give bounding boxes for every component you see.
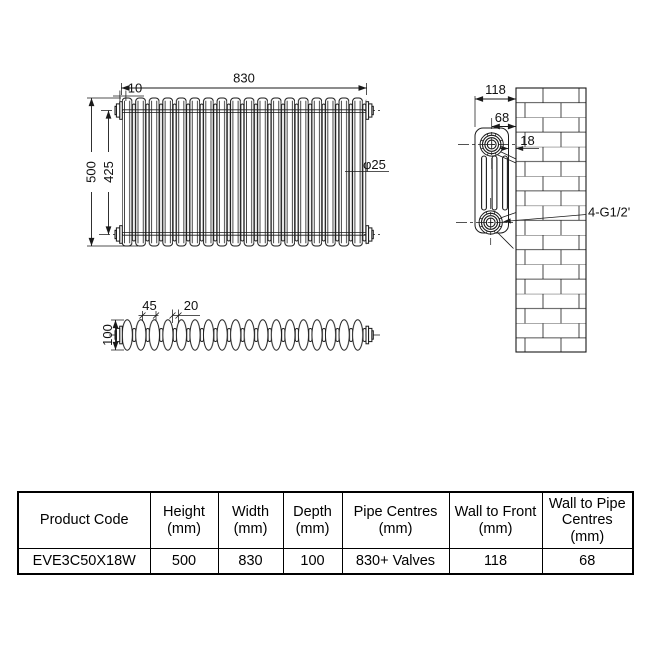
wall-gap-dim-label: 18: [520, 133, 534, 148]
spec-table-data-row: EVE3C50X18W 500 830 100 830+ Valves 118 …: [17, 548, 634, 575]
cell-height: 500: [149, 548, 219, 575]
front-width-dim-label: 830: [233, 71, 255, 86]
plan-depth-dim-label: 100: [100, 324, 115, 346]
cell-product-code: EVE3C50X18W: [17, 548, 151, 575]
end-plug: [365, 101, 374, 120]
side-view: 118 68 18 4-G1/2': [456, 82, 630, 353]
plan-section-pitch-dim-label: 45: [142, 298, 156, 313]
front-height-dim-label: 500: [84, 161, 99, 183]
plan-column-gap-dim-label: 20: [184, 298, 198, 313]
plan-view: 100 45 20: [100, 298, 380, 353]
col-header-width: Width (mm): [217, 491, 284, 549]
col-header-wall-to-pipe-centres: Wall to Pipe Centres (mm): [541, 491, 634, 549]
spec-table: Product Code Height (mm) Width (mm) Dept…: [17, 491, 634, 575]
brick-wall: [516, 88, 586, 352]
front-view: 830 10 500 425 φ25: [84, 71, 389, 249]
column-diameter-label: φ25: [363, 157, 386, 172]
end-plug: [365, 225, 374, 244]
end-plug: [114, 325, 123, 345]
col-header-wall-to-front: Wall to Front (mm): [448, 491, 543, 549]
radiator-columns: [122, 95, 367, 249]
cell-depth: 100: [282, 548, 343, 575]
cell-pipe-centres: 830+ Valves: [341, 548, 450, 575]
front-pipe-centres-dim-label: 425: [101, 161, 116, 183]
cell-wall-to-pipe-centres: 68: [541, 548, 634, 575]
end-plug: [365, 325, 374, 345]
front-offset-dim-label: 10: [128, 81, 142, 96]
cell-width: 830: [217, 548, 284, 575]
end-plug: [114, 225, 123, 244]
wall-to-pipe-dim-label: 68: [495, 110, 509, 125]
col-header-height: Height (mm): [149, 491, 219, 549]
radiator-sections-top: [122, 318, 366, 353]
col-header-depth: Depth (mm): [282, 491, 343, 549]
spec-table-header-row: Product Code Height (mm) Width (mm) Dept…: [17, 491, 634, 549]
wall-to-front-dim-label: 118: [485, 82, 506, 97]
cell-wall-to-front: 118: [448, 548, 543, 575]
col-header-pipe-centres: Pipe Centres (mm): [341, 491, 450, 549]
col-header-product-code: Product Code: [17, 491, 151, 549]
end-plug: [114, 101, 123, 120]
connections-label: 4-G1/2': [588, 205, 630, 220]
